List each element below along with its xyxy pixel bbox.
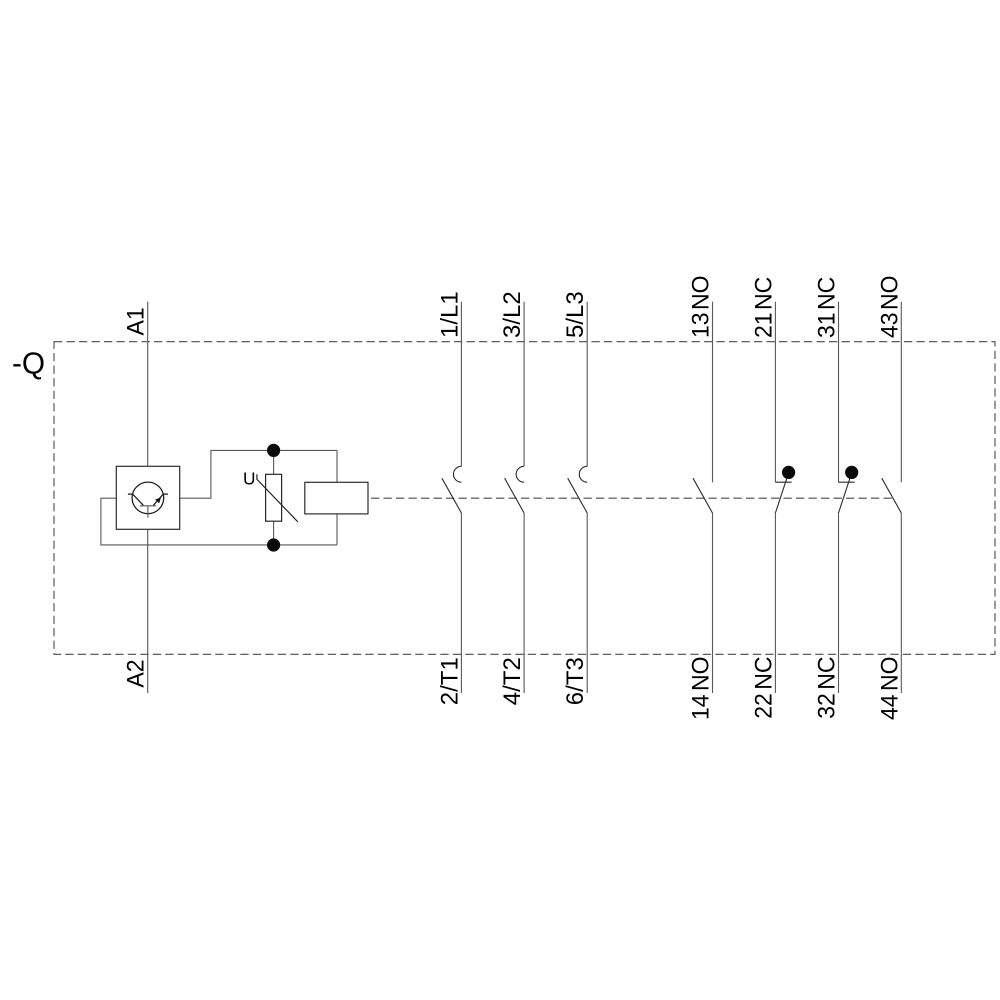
svg-text:14NO: 14NO: [687, 657, 714, 721]
svg-text:21NC: 21NC: [750, 277, 777, 338]
svg-text:6/T3: 6/T3: [562, 657, 589, 705]
svg-text:32NC: 32NC: [813, 656, 840, 718]
svg-text:2/T1: 2/T1: [436, 657, 463, 705]
svg-text:5/L3: 5/L3: [562, 291, 589, 338]
svg-text:3/L2: 3/L2: [499, 291, 526, 338]
svg-text:A2: A2: [122, 660, 149, 688]
svg-text:A1: A1: [122, 307, 149, 335]
svg-text:4/T2: 4/T2: [499, 657, 526, 705]
svg-text:22NC: 22NC: [750, 656, 777, 718]
svg-text:13NO: 13NO: [687, 275, 714, 338]
svg-text:1/L1: 1/L1: [436, 291, 463, 338]
svg-text:44NO: 44NO: [876, 657, 903, 721]
svg-text:-Q: -Q: [12, 346, 45, 381]
svg-text:U: U: [243, 468, 255, 488]
svg-text:43NO: 43NO: [876, 275, 903, 338]
svg-text:31NC: 31NC: [813, 277, 840, 338]
